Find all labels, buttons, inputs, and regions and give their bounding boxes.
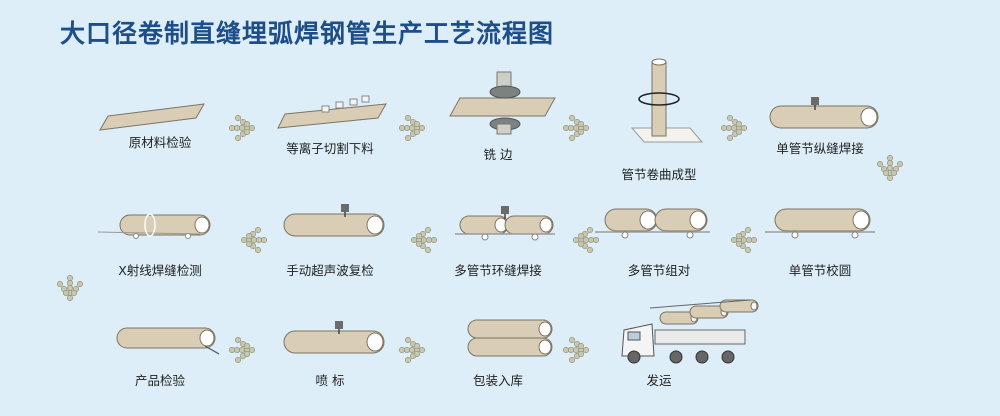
two-pipes-on-rail-illustration bbox=[595, 208, 710, 239]
step-label-3: 铣 边 bbox=[483, 147, 513, 162]
pipe-xray-illustration bbox=[97, 213, 211, 239]
step-label-7: 多管节组对 bbox=[627, 263, 691, 278]
step-label-4: 管节卷曲成型 bbox=[621, 167, 697, 182]
step-label-6: 单管节校圆 bbox=[788, 263, 852, 278]
step-label-11: 产品检验 bbox=[134, 373, 185, 388]
step-label-5: 单管节纵缝焊接 bbox=[776, 141, 864, 156]
dotted-arrow-12 bbox=[398, 336, 425, 363]
stacked-pipes-illustration bbox=[467, 319, 553, 357]
dotted-arrow-8 bbox=[410, 227, 437, 254]
truck-illustration bbox=[621, 299, 759, 364]
arrows bbox=[56, 115, 903, 363]
edge-milling-illustration bbox=[449, 71, 556, 135]
illustrations bbox=[97, 58, 879, 364]
dotted-arrow-13 bbox=[562, 336, 589, 363]
dotted-arrow-11 bbox=[229, 336, 256, 363]
pipe-with-probe-illustration bbox=[283, 204, 385, 237]
step-label-8: 多管节环缝焊接 bbox=[454, 263, 542, 278]
dotted-arrow-2 bbox=[398, 115, 425, 142]
roll-forming-illustration bbox=[630, 58, 704, 143]
dotted-arrow-4 bbox=[720, 115, 747, 142]
pipe-with-marker-illustration bbox=[283, 321, 385, 354]
dotted-arrow-6 bbox=[730, 227, 757, 254]
plate-illustration bbox=[99, 103, 205, 131]
step-label-10: X射线焊缝检测 bbox=[118, 263, 202, 278]
step-label-14: 发运 bbox=[646, 373, 672, 388]
step-label-13: 包装入库 bbox=[472, 373, 523, 388]
two-pipes-with-welder-illustration bbox=[455, 206, 555, 241]
dotted-arrow-10 bbox=[56, 274, 84, 301]
dotted-arrow-5 bbox=[876, 155, 903, 182]
dotted-arrow-3 bbox=[562, 115, 589, 142]
pipe-inspection-illustration bbox=[116, 327, 220, 355]
step-label-2: 等离子切割下料 bbox=[286, 141, 374, 156]
diagram-title: 大口径卷制直缝埋弧焊钢管生产工艺流程图 bbox=[60, 19, 555, 48]
step-label-1: 原材料检验 bbox=[128, 135, 192, 150]
step-label-12: 喷 标 bbox=[315, 373, 345, 388]
pipe-with-welder-illustration bbox=[769, 97, 879, 129]
step-label-9: 手动超声波复检 bbox=[286, 263, 374, 278]
plasma-cut-plate-illustration bbox=[277, 95, 387, 129]
dotted-arrow-1 bbox=[229, 115, 256, 142]
dotted-arrow-9 bbox=[241, 227, 267, 254]
pipe-on-rollers-illustration bbox=[765, 208, 875, 239]
dotted-arrow-7 bbox=[572, 227, 599, 254]
